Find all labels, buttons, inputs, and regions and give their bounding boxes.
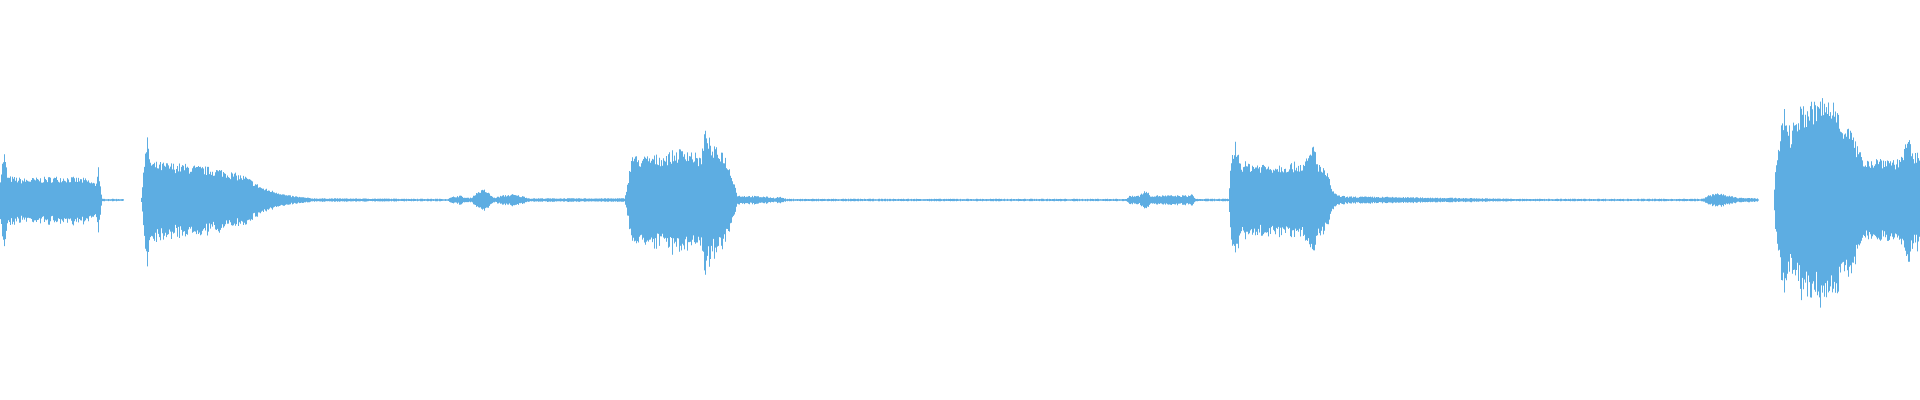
waveform-samples	[0, 98, 1920, 308]
